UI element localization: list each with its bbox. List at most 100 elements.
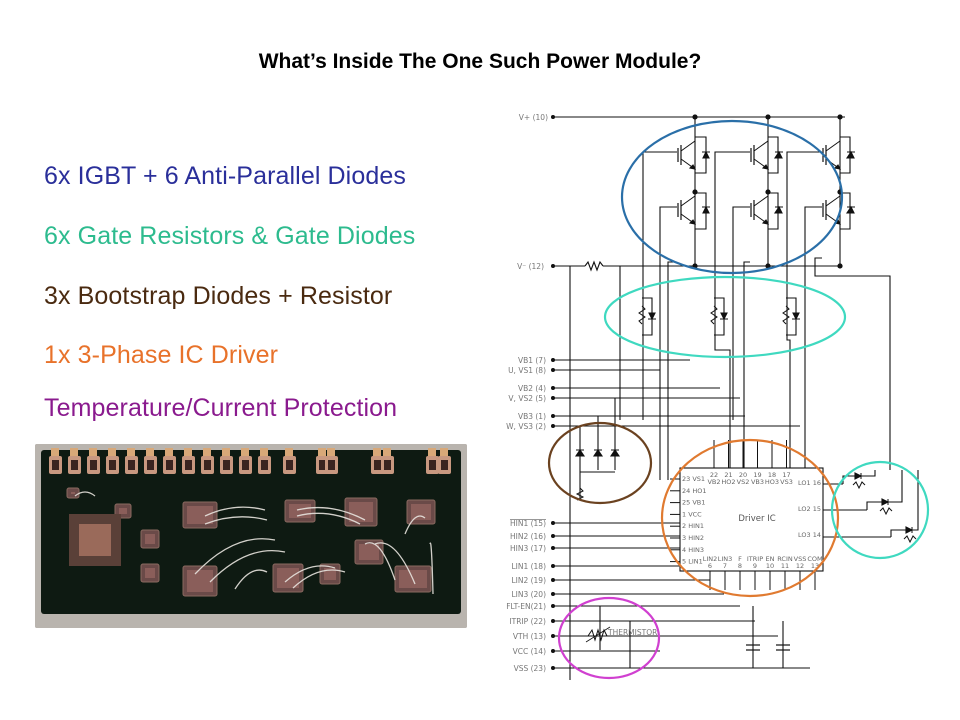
bullet-bootstrap: 3x Bootstrap Diodes + Resistor: [44, 282, 393, 310]
low-gate-highlight: [830, 460, 930, 560]
gate-resistor-icon: [710, 305, 728, 325]
ic-left-pin: 25 VB1: [682, 499, 705, 507]
pin-hin2: HIN2 (16): [510, 532, 546, 541]
ic-top-pin-name: VB2: [707, 478, 720, 486]
thermistor-label: THERMISTOR: [607, 628, 657, 637]
pin-terminal: [551, 521, 555, 525]
driver-ic: [679, 467, 824, 572]
pin-vss: VSS (23): [514, 664, 547, 673]
pin-vplus: V+ (10): [519, 113, 548, 122]
pin-terminal: [551, 666, 555, 670]
bootstrap-highlight: [547, 421, 653, 505]
ic-bottom-pin-name: LIN3: [718, 555, 733, 563]
pin-terminal: [551, 358, 555, 362]
igbt-icon: [822, 140, 841, 170]
ic-left-pin: 5 LIN1: [682, 558, 703, 566]
module-photo: [35, 444, 467, 628]
pin-vs1: U, VS1 (8): [508, 366, 546, 375]
ic-left-pin: 1 VCC: [682, 510, 702, 518]
pin-terminals: [551, 115, 555, 670]
ic-left-pin: 23 VS1: [682, 475, 705, 483]
pin-lin3: LIN3 (20): [511, 590, 546, 599]
slide-title: What’s Inside The One Such Power Module?: [258, 50, 702, 73]
ic-bottom-pin-num: 12: [796, 562, 804, 570]
bullet-ic-driver: 1x 3-Phase IC Driver: [44, 341, 279, 369]
pin-vth: VTH (13): [513, 632, 546, 641]
ic-bottom-pin-name: LIN2: [703, 555, 718, 563]
pin-terminal: [551, 592, 555, 596]
bullet-gate-resistors: 6x Gate Resistors & Gate Diodes: [44, 222, 416, 250]
pin-terminal: [551, 115, 555, 119]
pin-terminal: [551, 424, 555, 428]
diode-icon: [773, 205, 783, 214]
ic-bottom-pin-name: F: [738, 555, 742, 563]
ic-left-pin: 2 HIN1: [682, 522, 704, 530]
protection-highlight: [557, 596, 661, 680]
igbt-icon: [822, 195, 841, 225]
ic-right-pin: LO2 15: [798, 505, 821, 513]
pcb-lead-pads: [49, 448, 451, 474]
pin-terminal: [551, 649, 555, 653]
pin-hin1: HIN1 (15): [510, 519, 546, 528]
pin-terminal: [551, 396, 555, 400]
diode-icon: [702, 150, 710, 159]
pin-terminal: [551, 264, 555, 268]
pin-flt-en: FLT-EN(21): [506, 602, 546, 611]
pin-terminal: [551, 546, 555, 550]
pin-terminal: [551, 564, 555, 568]
pin-terminal: [551, 534, 555, 538]
ic-bottom-pin-num: 7: [723, 562, 727, 570]
pin-vb1: VB1 (7): [518, 356, 546, 365]
ic-bottom-pin-num: 13: [811, 562, 819, 570]
ic-left-pin: 24 HO1: [682, 487, 706, 495]
ic-left-pin: 4 HIN3: [682, 546, 704, 554]
diode-icon: [702, 205, 710, 214]
ic-top-pin-num: 19: [753, 471, 761, 479]
ic-bottom-pin-num: 6: [708, 562, 712, 570]
ic-top-pin-name: VB3: [751, 478, 764, 486]
ic-top-pin-num: 17: [782, 471, 790, 479]
ic-right-pin: LO1 16: [798, 479, 821, 487]
schematic-pin-labels: V+ (10) V⁻ (12) VB1 (7) U, VS1 (8) VB2 (…: [506, 113, 548, 673]
pin-lin1: LIN1 (18): [511, 562, 546, 571]
thermistor-icon: [587, 628, 608, 642]
igbt-icon: [750, 195, 769, 225]
pin-lin2: LIN2 (19): [511, 576, 546, 585]
ic-bottom-pin-name: RCIN: [777, 555, 793, 563]
bootstrap-resistor-icon: [575, 487, 585, 501]
thermistor-arrow-icon: [585, 626, 611, 643]
ic-top-pin-name: VS2: [737, 478, 750, 486]
ic-bottom-pin-name: COM: [807, 555, 822, 563]
pin-vminus: V⁻ (12): [517, 262, 544, 271]
ic-bottom-pin-num: 9: [753, 562, 757, 570]
low-gate-diode-icon: [852, 472, 866, 490]
ic-top-pin-num: 20: [739, 471, 747, 479]
pin-terminal: [551, 619, 555, 623]
driver-ic-left-pins: 23 VS1 24 HO1 25 VB1 1 VCC 2 HIN1 3 HIN2 4 HIN…: [670, 475, 706, 566]
gate-resistor-highlight: [603, 275, 847, 359]
pin-hin3: HIN3 (17): [510, 544, 546, 553]
ic-right-pin: LO3 14: [798, 531, 821, 539]
diode-icon: [773, 150, 783, 159]
ic-top-pin-num: 18: [768, 471, 776, 479]
gate-resistor-icon: [782, 305, 800, 325]
driver-ic-highlight: [660, 438, 840, 598]
pin-vs3: W, VS3 (2): [506, 422, 546, 431]
pin-terminal: [551, 578, 555, 582]
igbt-icon: [677, 140, 696, 170]
gate-resistor-icon: [638, 305, 656, 325]
pin-terminal: [551, 604, 555, 608]
low-gate-diode-icon: [879, 498, 893, 516]
pin-terminal: [551, 414, 555, 418]
igbt-icon: [750, 140, 769, 170]
pin-vcc: VCC (14): [513, 647, 546, 656]
pin-vb2: VB2 (4): [518, 384, 546, 393]
driver-ic-right-pins: LO1 16 LO2 15 LO3 14: [798, 479, 821, 539]
pin-vb3: VB3 (1): [518, 412, 546, 421]
capacitor-icons: [746, 644, 790, 651]
ic-top-pin-num: 21: [724, 471, 732, 479]
ic-left-pin: 3 HIN2: [682, 534, 704, 542]
pcb-illustration: [35, 444, 467, 628]
